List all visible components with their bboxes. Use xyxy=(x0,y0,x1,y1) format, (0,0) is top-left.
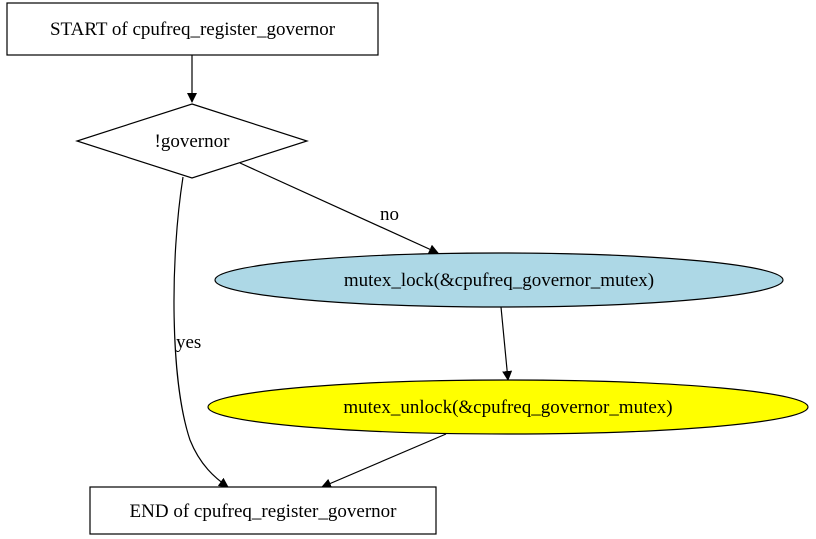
edge-label-no: no xyxy=(380,204,399,225)
edge-decision-to-lock xyxy=(239,162,439,254)
unlock-ellipse xyxy=(207,379,809,435)
end-box xyxy=(89,486,437,535)
edge-lock-to-unlock xyxy=(500,306,513,381)
lock-label: mutex_lock(&cpufreq_governor_mutex) xyxy=(344,270,654,291)
lock-ellipse xyxy=(214,252,784,308)
node-lock: mutex_lock(&cpufreq_governor_mutex) xyxy=(214,252,784,308)
edge-unlock-to-end xyxy=(321,433,447,489)
end-label: END of cpufreq_register_governor xyxy=(130,501,398,522)
decision-diamond xyxy=(75,103,309,179)
node-unlock: mutex_unlock(&cpufreq_governor_mutex) xyxy=(207,379,809,435)
node-start: START of cpufreq_register_governor xyxy=(6,2,379,56)
unlock-label: mutex_unlock(&cpufreq_governor_mutex) xyxy=(343,397,672,418)
start-label: START of cpufreq_register_governor xyxy=(50,19,336,40)
edge-decision-to-end xyxy=(173,176,229,488)
node-decision: !governor xyxy=(75,103,309,179)
decision-label: !governor xyxy=(155,131,231,152)
node-end: END of cpufreq_register_governor xyxy=(89,486,437,535)
edge-label-yes: yes xyxy=(176,332,201,353)
start-box xyxy=(6,2,379,56)
